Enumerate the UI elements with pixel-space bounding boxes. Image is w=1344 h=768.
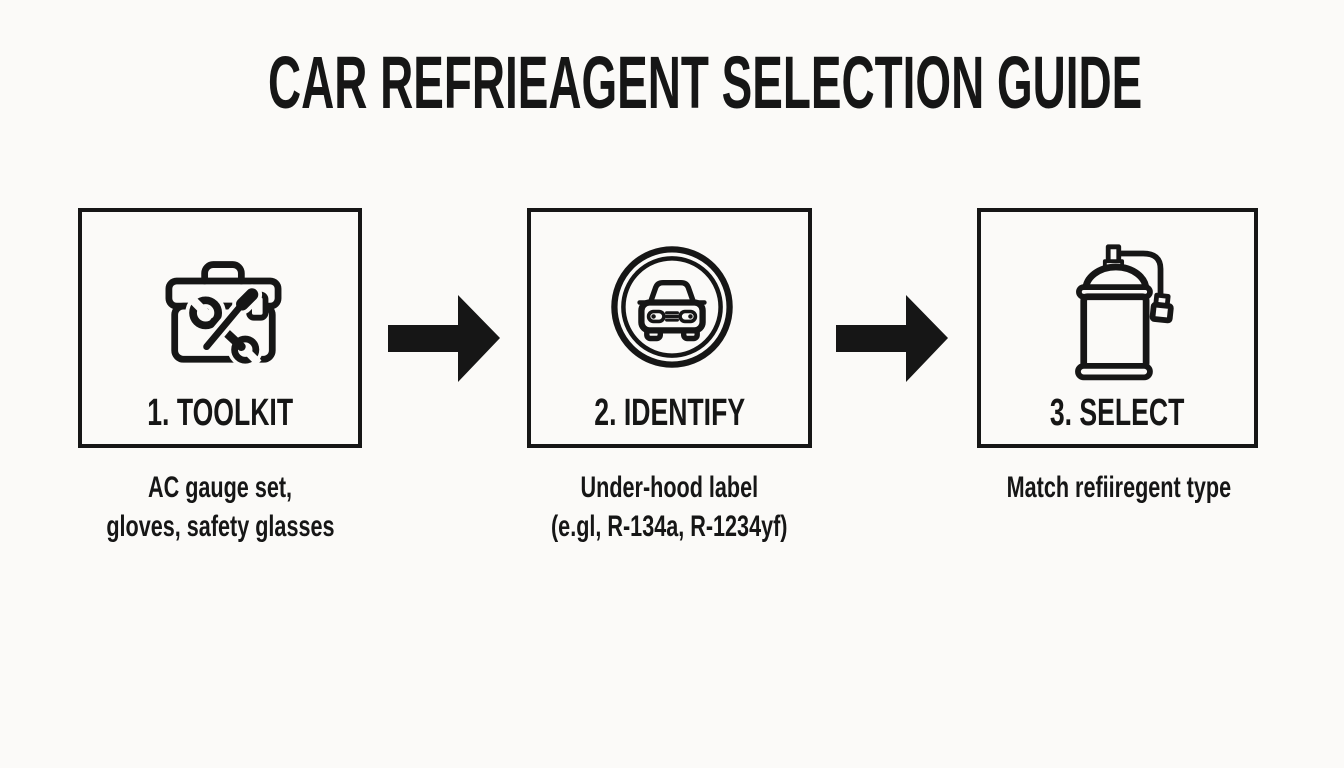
description-line: gloves, safety glasses <box>105 510 335 543</box>
step-box-select: 3. SELECT <box>977 208 1258 448</box>
description-toolkit: AC gauge set, gloves, safety glasses <box>38 468 402 546</box>
description-identify: Under-hood label (e.gl, R-134a, R-1234yf… <box>487 468 852 546</box>
description-select: Match refiiregent type <box>937 468 1301 507</box>
refrigerant-can-icon <box>1075 244 1174 381</box>
step-label-identify: 2. IDENTIFY <box>594 392 745 434</box>
page-title: CAR REFRIEAGENT SELECTION GUIDE <box>267 41 1143 124</box>
step-label-select: 3. SELECT <box>1050 392 1185 434</box>
arrow-right-icon <box>388 295 500 382</box>
description-line: Match refiiregent type <box>1006 471 1232 504</box>
description-line: (e.gl, R-134a, R-1234yf) <box>551 510 788 543</box>
description-line: Under-hood label <box>580 471 759 504</box>
toolbox-icon <box>165 261 282 366</box>
description-line: AC gauge set, <box>147 471 293 504</box>
car-circle-icon <box>611 246 733 368</box>
step-box-identify: 2. IDENTIFY <box>527 208 812 448</box>
step-box-toolkit: 1. TOOLKIT <box>78 208 362 448</box>
arrow-right-icon <box>836 295 948 382</box>
step-label-toolkit: 1. TOOLKIT <box>147 392 293 434</box>
